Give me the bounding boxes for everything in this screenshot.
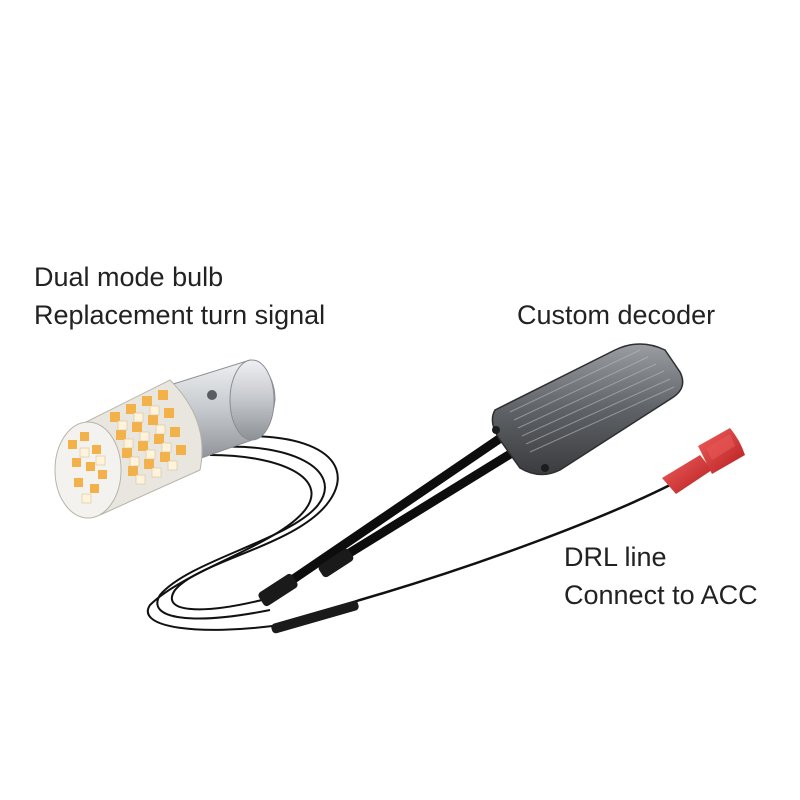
drl-caption-line2: Connect to ACC: [564, 580, 758, 610]
bulb-caption-line1: Dual mode bulb: [34, 262, 224, 292]
bulb-caption-line2: Replacement turn signal: [34, 300, 326, 330]
decoder-caption-text: Custom decoder: [517, 300, 716, 330]
led-rows: [110, 390, 186, 485]
drl-wire: [284, 483, 671, 627]
decoder-box: [491, 343, 684, 476]
drl-caption-line1: DRL line: [564, 542, 667, 572]
bulb-caption: Dual mode bulb Replacement turn signal: [34, 258, 325, 334]
wire-sockets: [258, 548, 359, 634]
red-connector: [662, 428, 745, 494]
decoder-caption: Custom decoder: [517, 296, 715, 334]
drl-caption: DRL line Connect to ACC: [564, 538, 758, 614]
dual-mode-bulb: [54, 359, 276, 519]
bulb-wires: [146, 435, 339, 631]
decoder-cables: [265, 430, 525, 600]
